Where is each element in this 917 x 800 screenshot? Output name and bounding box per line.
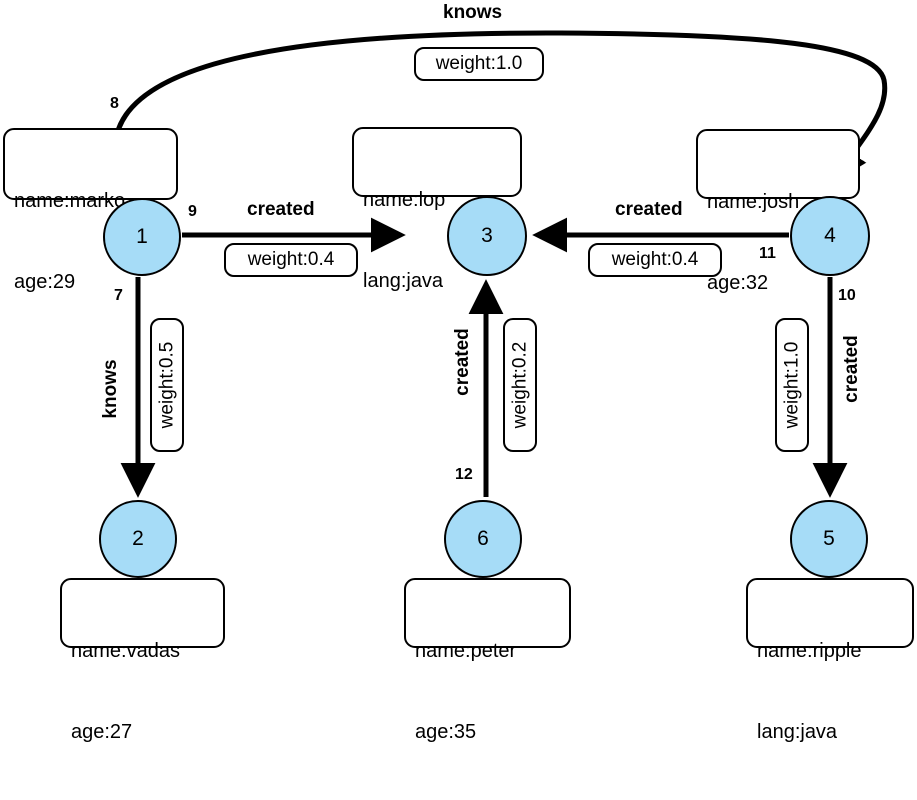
edge-weight-4-3: weight:0.4 bbox=[588, 243, 722, 277]
node-4[interactable]: 4 bbox=[790, 196, 870, 276]
edge-weight-1-3: weight:0.4 bbox=[224, 243, 358, 277]
edge-label-knows-1-2: knows bbox=[100, 359, 121, 419]
node-props-4-line1: name:josh bbox=[707, 191, 800, 213]
node-props-5-line2: lang:java bbox=[757, 721, 838, 743]
edge-id-8: 8 bbox=[110, 95, 119, 112]
edge-id-9: 9 bbox=[188, 203, 197, 220]
edge-weight-1-2-text: weight:0.5 bbox=[156, 341, 177, 429]
edge-weight-6-3-text: weight:0.2 bbox=[509, 341, 530, 429]
node-props-2: name:vadas age:27 bbox=[60, 578, 225, 743]
edge-weight-4-5: weight:1.0 bbox=[775, 318, 809, 452]
node-props-6-line2: age:35 bbox=[415, 721, 477, 743]
node-3[interactable]: 3 bbox=[447, 196, 527, 276]
node-props-2-line1: name:vadas bbox=[71, 640, 180, 662]
edge-weight-1-3-text: weight:0.4 bbox=[247, 249, 335, 270]
node-props-4: name:josh age:32 bbox=[696, 129, 860, 294]
edge-label-created-4-5: created bbox=[841, 335, 862, 403]
node-props-3: name:lop lang:java bbox=[352, 127, 522, 292]
node-props-1-line2: age:29 bbox=[14, 271, 76, 293]
node-2[interactable]: 2 bbox=[99, 500, 177, 578]
edge-weight-4-3-text: weight:0.4 bbox=[611, 249, 699, 270]
edge-weight-1-2: weight:0.5 bbox=[150, 318, 184, 452]
graph-diagram: name:marko age:29 name:vadas age:27 name… bbox=[3, 2, 914, 743]
edge-id-10: 10 bbox=[838, 287, 856, 304]
edge-id-7: 7 bbox=[114, 287, 123, 304]
node-5[interactable]: 5 bbox=[790, 500, 868, 578]
edge-layer bbox=[112, 30, 888, 498]
edge-label-created-4-3: created bbox=[615, 199, 683, 220]
edge-weight-1-4-text: weight:1.0 bbox=[435, 53, 523, 74]
edge-line-8 bbox=[112, 30, 888, 183]
edge-weight-4-5-text: weight:1.0 bbox=[781, 341, 802, 429]
node-props-3-line1: name:lop bbox=[363, 189, 446, 211]
edge-label-created-6-3: created bbox=[452, 328, 473, 396]
edge-weight-6-3: weight:0.2 bbox=[503, 318, 537, 452]
node-6[interactable]: 6 bbox=[444, 500, 522, 578]
node-props-6-line1: name:peter bbox=[415, 640, 517, 662]
node-props-6: name:peter age:35 bbox=[404, 578, 571, 743]
node-props-1-line1: name:marko bbox=[14, 190, 126, 212]
node-props-4-line2: age:32 bbox=[707, 272, 769, 294]
node-props-5: name:ripple lang:java bbox=[746, 578, 914, 743]
node-props-1: name:marko age:29 bbox=[3, 128, 178, 293]
edge-weight-1-4: weight:1.0 bbox=[414, 47, 544, 81]
node-props-2-line2: age:27 bbox=[71, 721, 133, 743]
node-props-5-line1: name:ripple bbox=[757, 640, 862, 662]
edge-id-11: 11 bbox=[759, 245, 776, 262]
node-props-3-line2: lang:java bbox=[363, 270, 444, 292]
node-1[interactable]: 1 bbox=[103, 198, 181, 276]
edge-label-knows-1-4: knows bbox=[443, 2, 503, 23]
edge-label-created-1-3: created bbox=[247, 199, 315, 220]
edge-id-12: 12 bbox=[455, 466, 473, 483]
